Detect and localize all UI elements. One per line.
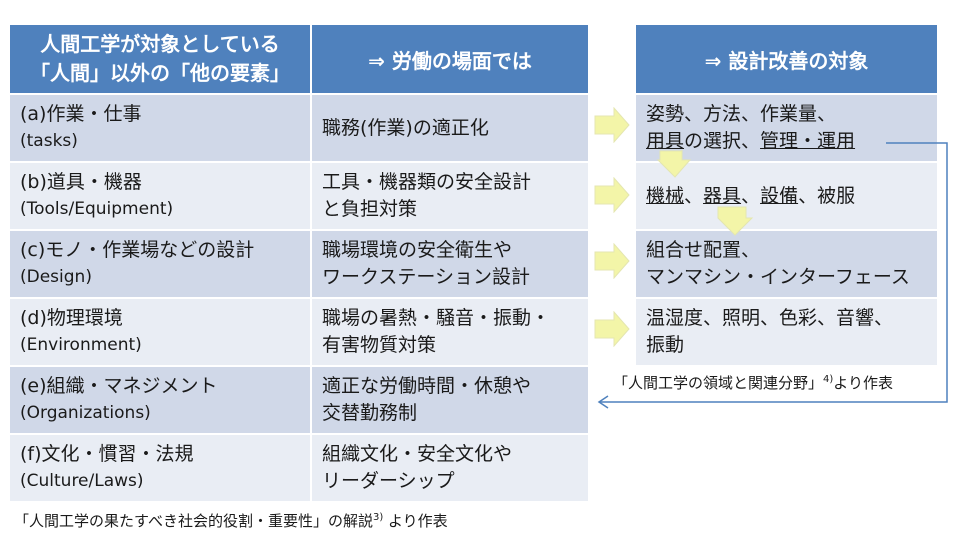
right-row-3-line1: 組合せ配置、 bbox=[646, 239, 761, 261]
left-source-note: 「人間工学の果たすべき社会的役割・重要性」の解説3) より作表 bbox=[14, 510, 448, 531]
right-row-3-line2: マンマシン・インターフェース bbox=[646, 266, 910, 288]
row-c-work-line1: 職場環境の安全衛生や bbox=[322, 239, 513, 261]
row-d-element-english: (Environment) bbox=[20, 335, 142, 355]
row-f-element: (f)文化・慣習・法規 (Culture/Laws) bbox=[10, 435, 310, 501]
right-source-text: 「人間工学の領域と関連分野」 bbox=[613, 374, 824, 392]
row-e-work-line2: 交替勤務制 bbox=[322, 402, 418, 424]
right-row-2: 機械、器具、設備、被服 bbox=[636, 163, 937, 229]
right-arrow-icon bbox=[594, 311, 630, 347]
machine-underlined: 機械 bbox=[646, 184, 685, 207]
right-header-label: ⇒ 設計改善の対象 bbox=[704, 48, 869, 73]
right-source-note: 「人間工学の領域と関連分野」4)より作表 bbox=[613, 372, 893, 393]
row-c-element-label: (c)モノ・作業場などの設計 bbox=[20, 239, 255, 261]
row-e-work: 適正な労働時間・休憩や 交替勤務制 bbox=[312, 367, 588, 433]
left-source-ref: 3) bbox=[372, 512, 384, 523]
row-e-element-label: (e)組織・マネジメント bbox=[20, 375, 218, 397]
row-b-work-line2: と負担対策 bbox=[322, 198, 418, 220]
right-row-4-line1: 温湿度、照明、色彩、音響、 bbox=[646, 307, 894, 329]
row-e-work-line1: 適正な労働時間・休憩や bbox=[322, 375, 532, 397]
right-row-4: 温湿度、照明、色彩、音響、 振動 bbox=[636, 299, 937, 365]
row-f-work-line2: リーダーシップ bbox=[322, 470, 455, 492]
right-row-3: 組合せ配置、 マンマシン・インターフェース bbox=[636, 231, 937, 297]
row-b-element-english: (Tools/Equipment) bbox=[20, 199, 174, 219]
row-b-work-line1: 工具・機器類の安全設計 bbox=[322, 171, 532, 193]
row-b-element-label: (b)道具・機器 bbox=[20, 171, 142, 193]
right-arrow-icon bbox=[594, 243, 630, 279]
left-header-line1: 人間工学が対象としている bbox=[40, 32, 280, 56]
right-row-4-line2: 振動 bbox=[646, 334, 685, 356]
right-header: ⇒ 設計改善の対象 bbox=[636, 25, 937, 93]
row-d-work-line1: 職場の暑熱・騒音・振動・ bbox=[322, 307, 551, 329]
row-c-work: 職場環境の安全衛生や ワークステーション設計 bbox=[312, 231, 588, 297]
row-b-work: 工具・機器類の安全設計 と負担対策 bbox=[312, 163, 588, 229]
row-f-element-english: (Culture/Laws) bbox=[20, 471, 144, 491]
row-c-work-line2: ワークステーション設計 bbox=[322, 266, 531, 288]
row-e-element-english: (Organizations) bbox=[20, 403, 151, 423]
right-row-1-line2: 用具の選択、管理・運用 bbox=[646, 128, 937, 155]
row-f-element-label: (f)文化・慣習・法規 bbox=[20, 443, 194, 465]
row-a-element-label: (a)作業・仕事 bbox=[20, 103, 142, 125]
right-row-1-line1: 姿勢、方法、作業量、 bbox=[646, 103, 837, 125]
equipment-underlined: 設備 bbox=[760, 184, 799, 207]
row-a-element: (a)作業・仕事 (tasks) bbox=[10, 95, 310, 161]
row-c-element-english: (Design) bbox=[20, 267, 92, 287]
tools-underlined: 用具 bbox=[646, 130, 685, 152]
right-source-ref: 4) bbox=[823, 374, 834, 385]
row-a-work-line1: 職務(作業)の適正化 bbox=[322, 116, 489, 139]
row-d-element-label: (d)物理環境 bbox=[20, 307, 123, 329]
right-row-1-mid: の選択、 bbox=[684, 130, 761, 152]
management-underlined: 管理・運用 bbox=[760, 130, 856, 152]
elbow-connector-arrow-icon bbox=[597, 142, 948, 409]
right-row-1: 姿勢、方法、作業量、 用具の選択、管理・運用 bbox=[636, 95, 937, 161]
right-arrow-icon bbox=[594, 177, 630, 213]
instrument-underlined: 器具 bbox=[703, 184, 742, 207]
right-row-2-sep1: 、 bbox=[684, 184, 704, 207]
left-header-work-label: ⇒ 労働の場面では bbox=[368, 48, 532, 73]
left-source-suffix: より作表 bbox=[383, 512, 448, 530]
down-arrow-icon bbox=[717, 206, 754, 236]
row-d-work: 職場の暑熱・騒音・振動・ 有害物質対策 bbox=[312, 299, 588, 365]
left-header-element: 人間工学が対象としている 「人間」以外の「他の要素」 bbox=[10, 25, 310, 93]
left-header-line2: 「人間」以外の「他の要素」 bbox=[30, 61, 290, 85]
left-source-text: 「人間工学の果たすべき社会的役割・重要性」の解説 bbox=[14, 512, 373, 530]
right-source-suffix: より作表 bbox=[833, 374, 893, 392]
down-arrow-icon bbox=[656, 150, 692, 178]
right-arrow-icon bbox=[594, 107, 630, 143]
row-b-element: (b)道具・機器 (Tools/Equipment) bbox=[10, 163, 310, 229]
right-row-2-line1: 機械、器具、設備、被服 bbox=[646, 183, 937, 210]
row-a-work: 職務(作業)の適正化 bbox=[312, 95, 588, 161]
row-a-element-english: (tasks) bbox=[20, 131, 78, 151]
row-c-element: (c)モノ・作業場などの設計 (Design) bbox=[10, 231, 310, 297]
row-d-element: (d)物理環境 (Environment) bbox=[10, 299, 310, 365]
right-row-2-tail: 、被服 bbox=[798, 184, 856, 207]
row-f-work-line1: 組織文化・安全文化や bbox=[322, 443, 513, 465]
left-header-work: ⇒ 労働の場面では bbox=[312, 25, 588, 93]
row-d-work-line2: 有害物質対策 bbox=[322, 334, 437, 356]
row-f-work: 組織文化・安全文化や リーダーシップ bbox=[312, 435, 588, 501]
row-e-element: (e)組織・マネジメント (Organizations) bbox=[10, 367, 310, 433]
right-row-2-sep2: 、 bbox=[741, 184, 761, 207]
